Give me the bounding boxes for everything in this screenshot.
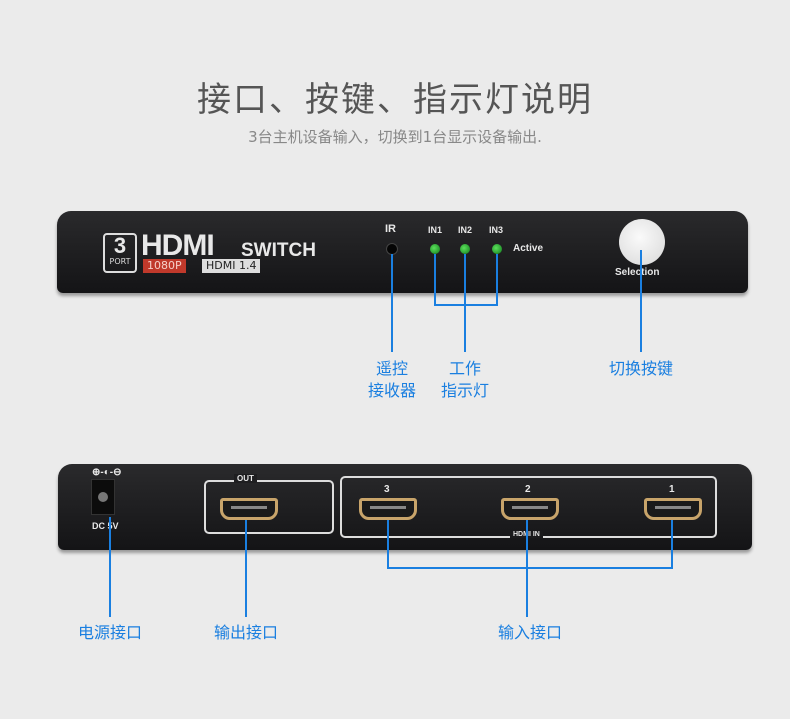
led-in3-icon (492, 244, 502, 254)
page-title: 接口、按键、指示灯说明 (197, 80, 593, 120)
resolution-badge: 1080P (143, 259, 186, 273)
ir-callout-label: 遥控接收器 (367, 359, 416, 400)
led-label-in1: IN1 (428, 225, 443, 235)
led2-callout-line (464, 254, 466, 352)
in3-callout-line (387, 520, 389, 569)
dc-power-jack (91, 479, 115, 515)
ir-label: IR (385, 223, 396, 235)
input-callout-label: 输入接口 (497, 623, 562, 642)
power-callout-line (109, 517, 111, 617)
hdmi-in-3-port[interactable] (359, 498, 417, 520)
page-subtitle: 3台主机设备输入，切换到1台显示设备输出. (248, 128, 542, 146)
button-callout-label: 切换按键 (608, 359, 673, 378)
button-callout-line (640, 250, 642, 352)
hdmi-in-1-port[interactable] (644, 498, 702, 520)
version-badge: HDMI 1.4 (202, 259, 261, 273)
output-callout-line (245, 520, 247, 617)
led-in2-icon (460, 244, 470, 254)
active-label: Active (513, 243, 544, 254)
led-label-in3: IN3 (489, 225, 504, 235)
led-in1-icon (430, 244, 440, 254)
input-bracket-line (387, 567, 673, 569)
ir-callout-line (391, 254, 393, 352)
led-bracket-line (434, 304, 498, 306)
out-frame: OUT (204, 474, 334, 534)
hdmi-in-frame: 3 2 1 HDMI IN (340, 476, 717, 538)
hdmi-out-port[interactable] (220, 498, 278, 520)
output-callout-label: 输出接口 (213, 623, 278, 642)
led-callout-label: 工作指示灯 (440, 359, 489, 400)
port-number-3: 3 (384, 484, 390, 495)
back-panel: ⊕-◐-⊖ DC 5V OUT 3 2 1 HDMI IN (58, 464, 752, 550)
port-number-2: 2 (525, 484, 531, 495)
selection-button[interactable] (619, 219, 665, 265)
port-count-badge: 3 PORT (103, 233, 137, 273)
selection-label: Selection (615, 267, 660, 278)
in1-callout-line (671, 520, 673, 569)
port-number-1: 1 (669, 484, 675, 495)
out-label: OUT (234, 474, 257, 483)
led3-callout-line (496, 254, 498, 306)
led1-callout-line (434, 254, 436, 306)
brand-logo: HDMI (141, 229, 215, 262)
polarity-icon: ⊕-◐-⊖ (92, 467, 122, 478)
power-callout-label: 电源接口 (77, 623, 142, 642)
hdmi-in-2-port[interactable] (501, 498, 559, 520)
switch-word: SWITCH (241, 240, 316, 261)
led-label-in2: IN2 (458, 225, 473, 235)
front-panel: 3 PORT HDMI SWITCH 1080P HDMI 1.4 IR IN1… (57, 211, 748, 293)
dc-label: DC 5V (92, 521, 119, 531)
